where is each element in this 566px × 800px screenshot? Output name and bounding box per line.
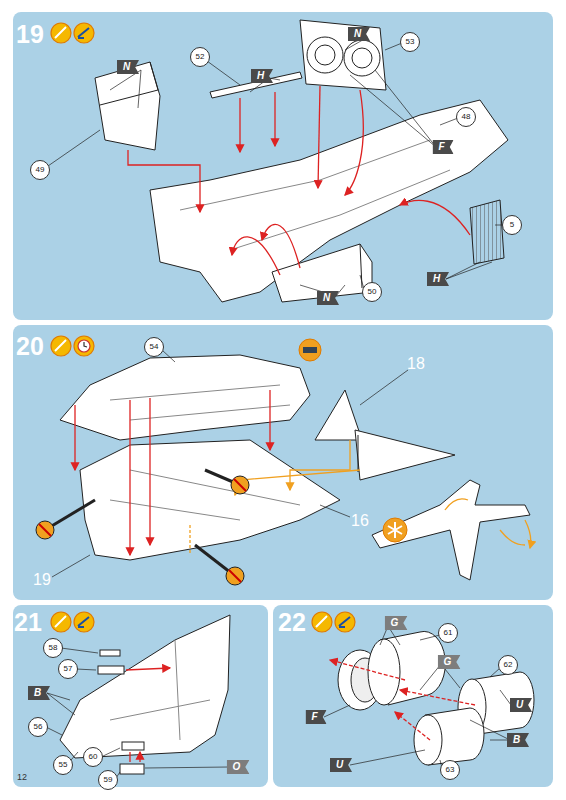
- callout-number: 49: [30, 160, 50, 180]
- step-number: 20: [16, 334, 44, 359]
- callout-number: 61: [438, 623, 458, 643]
- callout-number: 62: [498, 655, 518, 675]
- part-label: 19: [33, 572, 51, 588]
- leaders-20: [52, 350, 408, 577]
- callout-number: 52: [190, 47, 210, 67]
- step-icons: [51, 23, 355, 632]
- assembly-arrows-20: [75, 390, 531, 555]
- leaders-19: [48, 37, 504, 296]
- callout-number: 48: [456, 107, 476, 127]
- step-22-parts: [338, 631, 534, 765]
- callout-number: 54: [144, 337, 164, 357]
- part-label: 16: [351, 513, 369, 529]
- step-number: 21: [14, 610, 42, 635]
- callout-number: 55: [53, 755, 73, 775]
- callout-number: 60: [83, 747, 103, 767]
- step-number: 22: [278, 610, 306, 635]
- callout-number: 5: [502, 215, 522, 235]
- leaders-22: [324, 626, 511, 768]
- callout-number: 58: [43, 638, 63, 658]
- callout-number: 50: [362, 282, 382, 302]
- callout-number: 57: [58, 659, 78, 679]
- callout-number: 59: [98, 770, 118, 790]
- callout-number: 56: [28, 717, 48, 737]
- no-glue-icons: [36, 339, 407, 585]
- part-label: 18: [407, 356, 425, 372]
- callout-number: 63: [440, 760, 460, 780]
- assembly-arrows: [128, 86, 470, 275]
- leaders-21: [46, 648, 229, 778]
- step-number: 19: [16, 22, 44, 47]
- callout-number: 53: [400, 32, 420, 52]
- step-19-parts: [95, 20, 508, 302]
- step-21-parts: [60, 615, 230, 774]
- page-number: 12: [17, 773, 27, 782]
- step-20-parts: [60, 355, 530, 580]
